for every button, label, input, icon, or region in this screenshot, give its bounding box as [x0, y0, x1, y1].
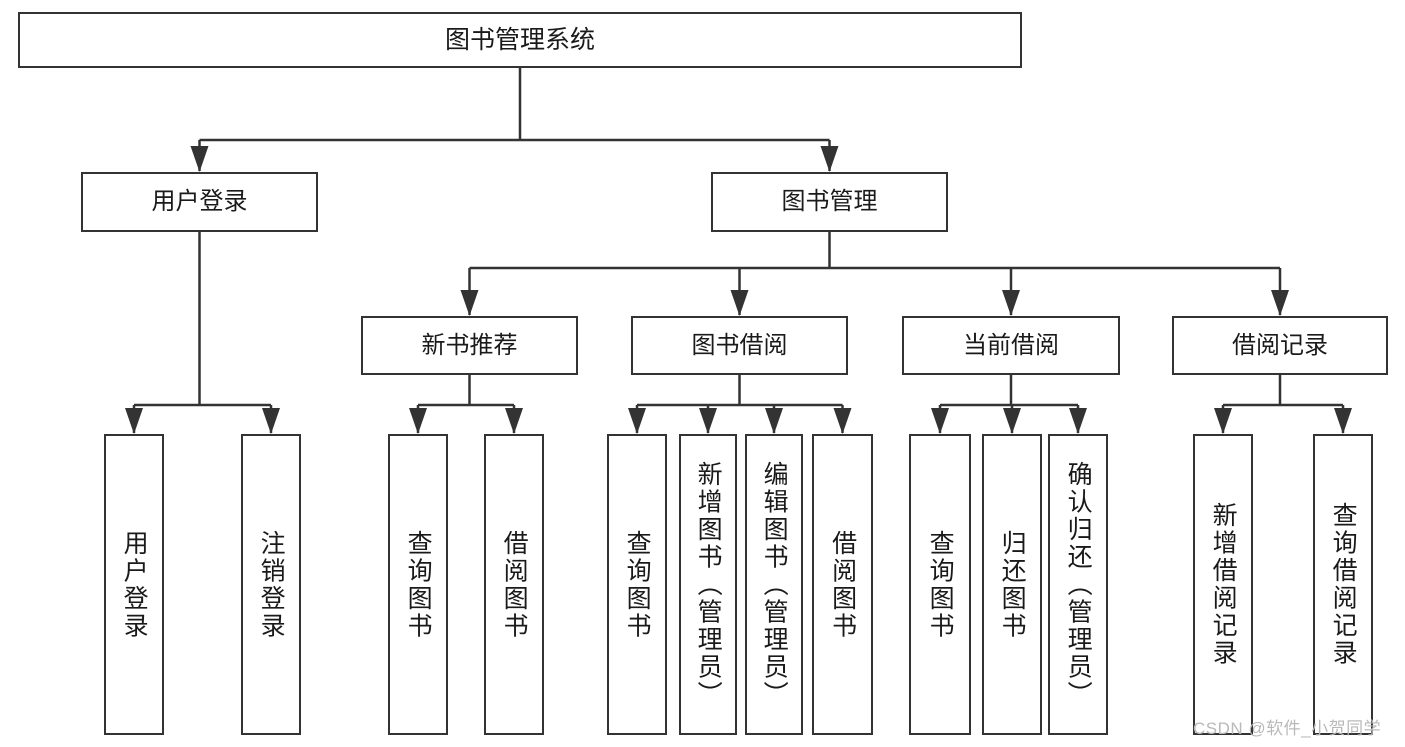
- node-leaf-add-record[interactable]: 新增借阅记录: [1193, 434, 1253, 735]
- node-leaf-query-book-3-label: 查询图书: [926, 529, 955, 640]
- node-leaf-edit-book[interactable]: 编辑图书（管理员）: [745, 434, 803, 735]
- node-borrow-record[interactable]: 借阅记录: [1172, 316, 1388, 375]
- node-leaf-borrow-book-1[interactable]: 借阅图书: [484, 434, 544, 735]
- node-root-label: 图书管理系统: [444, 25, 595, 54]
- node-leaf-query-book-1[interactable]: 查询图书: [388, 434, 448, 735]
- node-leaf-query-book-3[interactable]: 查询图书: [909, 434, 971, 735]
- node-leaf-query-book-1-label: 查询图书: [404, 529, 433, 640]
- node-leaf-query-book-2[interactable]: 查询图书: [607, 434, 667, 735]
- node-book-management-label: 图书管理: [781, 188, 878, 216]
- node-leaf-add-record-label: 新增借阅记录: [1209, 502, 1238, 667]
- node-leaf-user-login-label: 用户登录: [120, 529, 149, 640]
- node-leaf-user-login[interactable]: 用户登录: [104, 434, 164, 735]
- node-leaf-return-book[interactable]: 归还图书: [982, 434, 1042, 735]
- node-leaf-confirm-return-label: 确认归还（管理员）: [1064, 460, 1093, 709]
- node-new-book-recommend-label: 新书推荐: [421, 331, 518, 359]
- node-new-book-recommend[interactable]: 新书推荐: [361, 316, 578, 375]
- node-book-borrow[interactable]: 图书借阅: [631, 316, 848, 375]
- node-book-management[interactable]: 图书管理: [711, 172, 948, 232]
- node-leaf-return-book-label: 归还图书: [998, 529, 1027, 640]
- node-current-borrow[interactable]: 当前借阅: [902, 316, 1120, 375]
- node-user-login[interactable]: 用户登录: [81, 172, 318, 232]
- node-leaf-add-book[interactable]: 新增图书（管理员）: [679, 434, 737, 735]
- node-current-borrow-label: 当前借阅: [963, 331, 1059, 359]
- node-user-login-label: 用户登录: [151, 188, 248, 216]
- watermark: CSDN @软件_小贺同学: [1193, 719, 1382, 738]
- node-leaf-borrow-book-1-label: 借阅图书: [500, 529, 529, 640]
- node-leaf-borrow-book-2[interactable]: 借阅图书: [812, 434, 873, 735]
- node-leaf-query-record-label: 查询借阅记录: [1329, 502, 1358, 667]
- node-leaf-logout[interactable]: 注销登录: [241, 434, 301, 735]
- node-leaf-logout-label: 注销登录: [257, 529, 286, 640]
- node-borrow-record-label: 借阅记录: [1232, 331, 1328, 359]
- node-root[interactable]: 图书管理系统: [18, 12, 1022, 68]
- node-book-borrow-label: 图书借阅: [691, 331, 788, 359]
- node-leaf-edit-book-label: 编辑图书（管理员）: [760, 460, 789, 709]
- node-leaf-add-book-label: 新增图书（管理员）: [694, 460, 723, 709]
- node-leaf-query-record[interactable]: 查询借阅记录: [1313, 434, 1373, 735]
- node-leaf-confirm-return[interactable]: 确认归还（管理员）: [1048, 434, 1108, 735]
- node-leaf-query-book-2-label: 查询图书: [623, 529, 652, 640]
- node-leaf-borrow-book-2-label: 借阅图书: [828, 529, 857, 640]
